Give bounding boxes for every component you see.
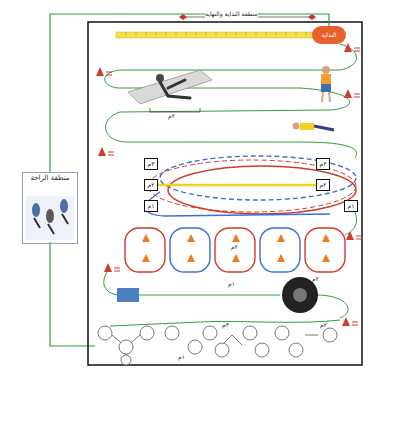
node-text: ٣م <box>320 161 327 168</box>
tire-part <box>293 288 307 302</box>
tire <box>282 277 318 313</box>
plank-athlete-part <box>300 123 314 130</box>
node-text: منطقة الراحة <box>30 175 69 183</box>
start-marker: البداية <box>312 26 346 44</box>
cone-slalom-part <box>260 228 300 272</box>
station-cone <box>96 43 362 326</box>
node-text: البداية <box>321 32 336 39</box>
inner-route-part <box>104 212 357 326</box>
hop-circles-part <box>215 343 229 357</box>
hop-circles-part <box>140 326 154 340</box>
rowing-machine <box>128 70 212 112</box>
standing-athlete <box>321 66 331 102</box>
hop-circles-part <box>121 355 131 365</box>
blue-mat-part <box>117 288 139 302</box>
field-border <box>88 22 362 365</box>
cone-slalom-part <box>142 234 330 262</box>
dimension-label: ٢م <box>168 113 175 120</box>
rowing-machine-part <box>150 108 200 112</box>
plank-athlete-part <box>314 126 334 130</box>
area-title: منطقة البداية والنهاية <box>205 11 258 18</box>
hop-circles-part <box>323 328 337 342</box>
hop-circles-part <box>255 343 269 357</box>
hop-circles-part <box>243 326 257 340</box>
resting-figures-part <box>46 209 54 223</box>
hop-circles-part <box>188 340 202 354</box>
measuring-ruler <box>116 32 316 38</box>
distance-marker: ٢م <box>144 179 158 191</box>
cone-slalom-part <box>305 228 345 272</box>
dimension-label: ١م <box>178 354 185 361</box>
hop-circles-part <box>203 326 217 340</box>
standing-athlete-part <box>321 74 331 84</box>
distance-marker: ٣م <box>316 158 330 170</box>
running-track <box>146 156 356 216</box>
resting-figures <box>26 196 74 240</box>
blue-mat <box>117 288 139 302</box>
cone-slalom-part <box>215 228 255 272</box>
hop-circles-part <box>289 343 303 357</box>
node-text: ٢م <box>320 182 327 189</box>
node-text: ٣م <box>148 161 155 168</box>
dimension-label: ١م <box>228 281 235 288</box>
resting-figures-part <box>26 196 74 240</box>
cone-slalom <box>125 228 345 272</box>
node-text: ١م <box>348 203 355 210</box>
distance-marker: ٢م <box>316 179 330 191</box>
standing-athlete-part <box>322 66 330 74</box>
dimension-label: ٢م <box>231 244 238 251</box>
rowing-machine-part <box>160 80 190 98</box>
resting-figures-part <box>60 199 68 213</box>
cone-slalom-part <box>125 228 165 272</box>
standing-athlete-part <box>321 84 331 92</box>
hop-circles-part <box>119 340 133 354</box>
resting-figures-part <box>32 203 40 217</box>
distance-marker: ٣م <box>144 158 158 170</box>
measuring-ruler-part <box>126 32 306 35</box>
title-line-part <box>308 14 316 20</box>
title-line-part <box>179 14 187 20</box>
station-cone-dash-part <box>106 48 362 325</box>
rest-area-box: منطقة الراحة <box>22 172 78 244</box>
standing-athlete-part <box>322 92 330 102</box>
distance-marker: ١م <box>144 200 158 212</box>
inner-route <box>104 44 357 326</box>
running-track-part <box>160 156 356 200</box>
dimension-label: ٢م <box>312 276 319 283</box>
tire-part <box>282 277 318 313</box>
hop-circles <box>98 326 337 365</box>
running-track-part <box>146 192 330 216</box>
dimension-label: ٢م <box>320 322 327 329</box>
station-cone-dash <box>106 48 362 325</box>
distance-marker: ١م <box>344 200 358 212</box>
plank-athlete-part <box>293 123 300 130</box>
inner-route-part <box>105 44 357 158</box>
node-text: ٢م <box>148 182 155 189</box>
hop-circles-part <box>275 326 289 340</box>
hop-circles-part <box>98 326 112 340</box>
field-border-part <box>88 22 362 365</box>
hop-circles-part <box>165 326 179 340</box>
track-line <box>158 184 316 187</box>
resting-figures-part <box>34 214 68 234</box>
measuring-ruler-part <box>116 32 316 38</box>
running-track-part <box>168 166 356 214</box>
route-line <box>50 14 329 172</box>
plank-athlete <box>293 123 335 131</box>
dimension-label: ٣م <box>222 322 229 329</box>
cone-slalom-part <box>170 228 210 272</box>
rowing-machine-part <box>128 70 212 104</box>
node-text: ١م <box>148 203 155 210</box>
